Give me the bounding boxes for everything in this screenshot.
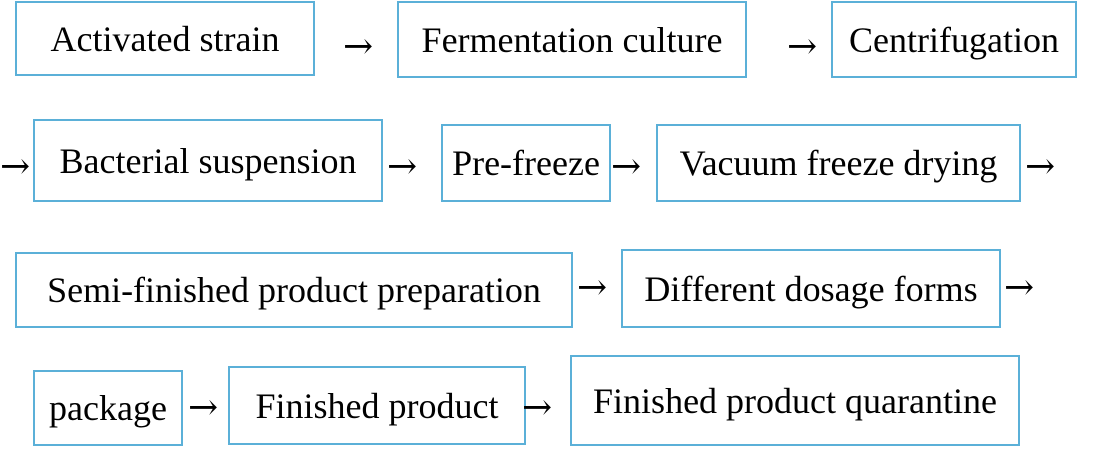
step-label: Semi-finished product preparation bbox=[47, 270, 541, 310]
flow-arrow: → bbox=[577, 267, 608, 308]
flow-arrow: → bbox=[522, 387, 553, 428]
step-semi-finished-product-preparation: Semi-finished product preparation bbox=[15, 252, 573, 328]
flow-arrow: → bbox=[343, 26, 374, 67]
step-package: package bbox=[33, 370, 183, 446]
flow-arrow: → bbox=[387, 146, 418, 187]
step-finished-product-quarantine: Finished product quarantine bbox=[570, 355, 1020, 446]
step-fermentation-culture: Fermentation culture bbox=[397, 1, 747, 78]
flow-arrow: → bbox=[1004, 267, 1035, 308]
step-activated-strain: Activated strain bbox=[15, 1, 315, 76]
flow-arrow: → bbox=[0, 146, 31, 187]
step-finished-product: Finished product bbox=[228, 366, 526, 445]
step-pre-freeze: Pre-freeze bbox=[441, 124, 611, 202]
flow-arrow: → bbox=[188, 387, 219, 428]
step-label: Activated strain bbox=[50, 18, 280, 59]
step-label: package bbox=[49, 388, 167, 428]
step-label: Bacterial suspension bbox=[59, 140, 357, 181]
step-different-dosage-forms: Different dosage forms bbox=[621, 249, 1001, 328]
flow-arrow: → bbox=[787, 26, 818, 67]
step-vacuum-freeze-drying: Vacuum freeze drying bbox=[656, 124, 1021, 202]
step-centrifugation: Centrifugation bbox=[831, 1, 1077, 78]
step-label: Vacuum freeze drying bbox=[679, 143, 998, 183]
step-label: Fermentation culture bbox=[421, 19, 723, 60]
step-label: Finished product bbox=[255, 385, 499, 426]
flow-arrow: → bbox=[611, 146, 642, 187]
step-label: Centrifugation bbox=[849, 19, 1059, 60]
step-bacterial-suspension: Bacterial suspension bbox=[33, 119, 383, 202]
step-label: Finished product quarantine bbox=[593, 380, 997, 421]
step-label: Different dosage forms bbox=[644, 268, 978, 309]
step-label: Pre-freeze bbox=[452, 143, 600, 183]
flow-arrow: → bbox=[1025, 146, 1056, 187]
